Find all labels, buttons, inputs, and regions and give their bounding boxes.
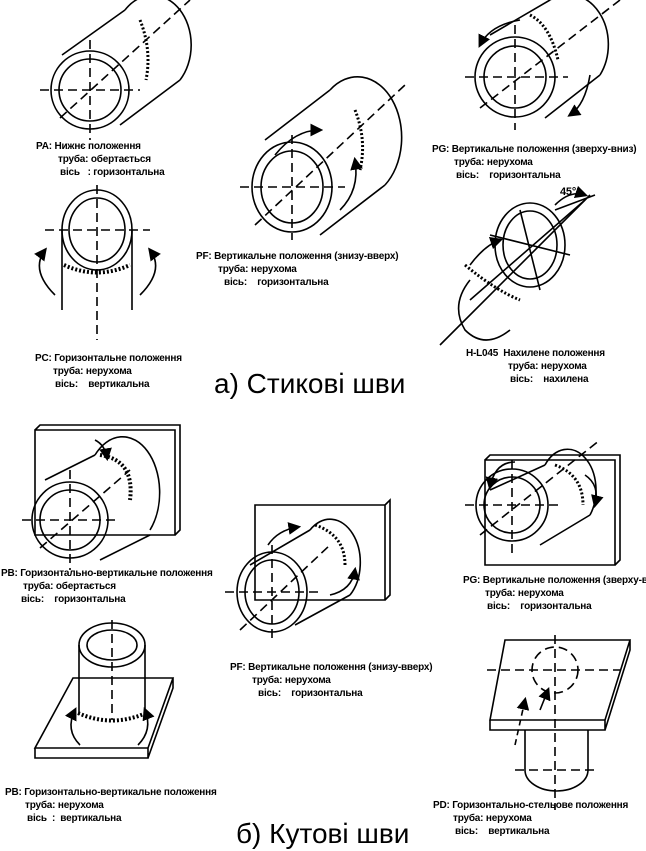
pc-label: PC: Горизонтальне положення труба: нерух…: [35, 352, 182, 391]
pb1-label: PB: Горизонтально-вертикальне положення …: [1, 567, 213, 606]
pa-position: PA: Нижнє положення: [36, 141, 141, 152]
pg-fillet-figure: [465, 439, 621, 566]
hl045-pipe-figure: [439, 185, 596, 346]
pb2-label: PB: Горизонтально-вертикальне положення …: [5, 786, 217, 825]
pa-axis: вісь : горизонтальна: [60, 167, 165, 178]
pb2-axis: вісь : вертикальна: [27, 813, 122, 824]
pf-fillet-figure: [225, 498, 391, 640]
pg-butt-position: PG: Вертикальне положення (зверху-вниз): [432, 144, 637, 155]
pb2-pipe: труба: нерухома: [25, 800, 104, 811]
pf-fillet-label: PF: Вертикальне положення (знизу-вверх) …: [230, 661, 433, 700]
butt-welds-title: а) Стикові шви: [214, 368, 406, 399]
pb1-pipe: труба: обертається: [23, 581, 116, 592]
pc-pipe: труба: нерухома: [53, 366, 132, 377]
pc-axis: вісь: вертикальна: [55, 379, 150, 390]
pg-fillet-pipe: труба: нерухома: [485, 588, 564, 599]
pf-fillet-pipe: труба: нерухома: [252, 675, 331, 686]
pd-axis: вісь: вертикальна: [455, 826, 550, 837]
pa-label: PA: Нижнє положення труба: обертається в…: [36, 140, 165, 179]
angle-label: 45°: [560, 186, 577, 198]
pg-butt-axis: вісь: горизонтальна: [456, 170, 561, 181]
pf-butt-label: PF: Вертикальне положення (знизу-вверх) …: [196, 250, 399, 289]
pg-butt-pipe-figure: [465, 0, 621, 130]
pd-label: PD: Горизонтально-стельове положення тру…: [433, 799, 628, 838]
pg-fillet-label: PG: Вертикальне положення (зверху-вниз) …: [463, 574, 646, 613]
pb1-axis: вісь: горизонтальна: [21, 594, 126, 605]
pg-butt-label: PG: Вертикальне положення (зверху-вниз) …: [432, 143, 637, 182]
pf-butt-pipe-figure: [240, 76, 406, 240]
pa-pipe: труба: обертається: [58, 154, 151, 165]
pd-position: PD: Горизонтально-стельове положення: [433, 800, 629, 811]
pc-position: PC: Горизонтальне положення: [35, 353, 182, 364]
pf-butt-position: PF: Вертикальне положення (знизу-вверх): [196, 251, 399, 262]
hl045-axis: вісь: нахилена: [510, 374, 589, 385]
hl045-label: H-L045 Нахилене положення труба: нерухом…: [466, 347, 605, 386]
pf-fillet-position: PF: Вертикальне положення (знизу-вверх): [230, 662, 433, 673]
pd-pipe: труба: нерухома: [453, 813, 532, 824]
fillet-welds-title: б) Кутові шви: [236, 818, 410, 849]
hl045-position: H-L045 Нахилене положення: [466, 348, 605, 359]
pa-pipe-figure: [40, 0, 192, 140]
pb1-position: PB: Горизонтально-вертикальне положення: [1, 568, 213, 579]
pf-fillet-axis: вісь: горизонтальна: [258, 688, 363, 699]
pg-fillet-axis: вісь: горизонтальна: [487, 601, 592, 612]
pb-fillet-horizontal-figure: [22, 424, 181, 570]
pg-fillet-position: PG: Вертикальне положення (зверху-вниз): [463, 575, 646, 586]
pb-fillet-vertical-figure: [33, 620, 175, 759]
pd-fillet-figure: [487, 635, 632, 810]
pf-butt-pipe: труба: нерухома: [218, 264, 297, 275]
pf-butt-axis: вісь: горизонтальна: [224, 277, 329, 288]
pc-pipe-figure: [34, 185, 161, 340]
hl045-pipe: труба: нерухома: [508, 361, 587, 372]
pg-butt-pipe: труба: нерухома: [454, 157, 533, 168]
pb2-position: PB: Горизонтально-вертикальне положення: [5, 787, 217, 798]
